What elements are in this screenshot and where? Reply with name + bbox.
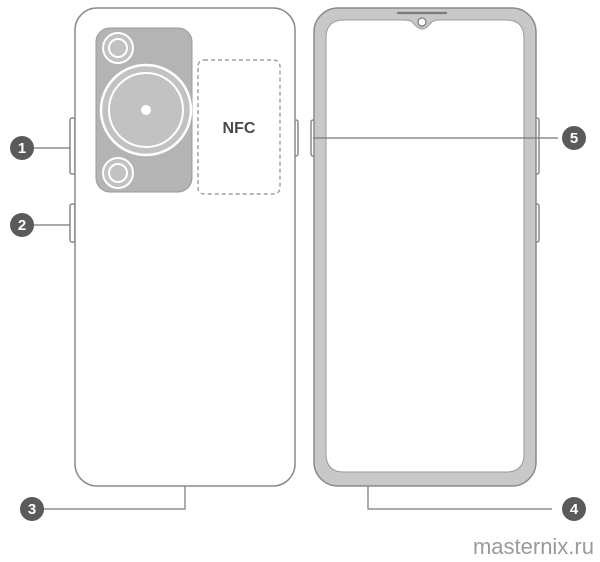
phone-front (310, 7, 540, 490)
callout-number: 3 (28, 501, 36, 518)
phone-back: NFC (69, 7, 299, 490)
callout-number: 2 (18, 217, 26, 234)
callout-marker (562, 497, 586, 521)
callout-number: 5 (570, 130, 578, 147)
callout-number: 4 (570, 501, 579, 518)
callout-1: 1 (10, 136, 34, 160)
nfc-area (197, 59, 281, 195)
watermark: masternix.ru (473, 534, 594, 559)
front-camera (417, 17, 427, 27)
nfc-label: NFC (223, 120, 256, 137)
leader-line-4 (367, 490, 552, 510)
callout-4: 4 (562, 497, 586, 521)
front-screen (325, 19, 525, 473)
callout-2: 2 (10, 213, 34, 237)
callout-marker (10, 213, 34, 237)
callout-number: 1 (18, 140, 26, 157)
callouts (34, 137, 558, 510)
camera-lens-main (99, 63, 193, 157)
callout-marker (562, 126, 586, 150)
callout-5: 5 (562, 126, 586, 150)
camera-lens-top (102, 32, 134, 64)
callout-3: 3 (20, 497, 44, 521)
camera-lens-bottom (102, 157, 134, 189)
leader-line-3 (44, 490, 186, 510)
callout-marker (20, 497, 44, 521)
callout-marker (10, 136, 34, 160)
